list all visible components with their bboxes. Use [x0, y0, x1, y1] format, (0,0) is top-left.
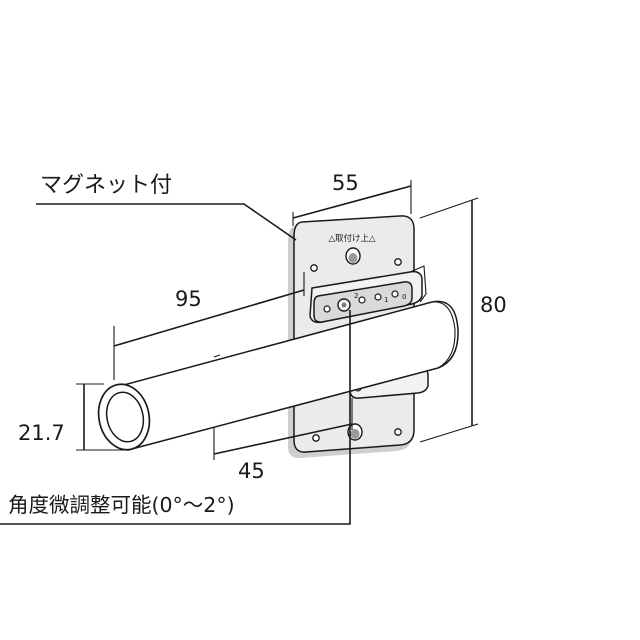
callout-magnet-label: マグネット付: [40, 173, 172, 198]
dimension-pipe-diameter-label: 21.7: [18, 421, 65, 445]
pipe-body: [119, 300, 459, 451]
callout-angle-adjust: 角度微調整可能(0°〜2°): [0, 310, 351, 525]
pipe-end: [431, 301, 456, 369]
dimension-arm-length-label: 95: [175, 287, 202, 311]
screw-hole: [394, 428, 402, 436]
scale-mark: 1: [384, 296, 388, 304]
pipe-tab: [213, 354, 221, 358]
callout-angle-adjust-label: 角度微調整可能(0°〜2°): [8, 493, 235, 517]
screw-hole: [312, 434, 320, 442]
plate-marking: △取付け上△: [328, 233, 376, 244]
pipe-opening-inner: [105, 391, 145, 443]
screw-holes: [310, 247, 402, 442]
dimension-pipe-diameter: 21.7: [18, 383, 130, 451]
dimension-arm-length: 95: [113, 272, 305, 380]
adjust-holes: [323, 290, 399, 313]
dimension-width-label: 55: [332, 171, 359, 195]
callout-magnet: マグネット付: [36, 173, 297, 241]
scale-mark: 0: [402, 293, 406, 301]
screw-hole: [310, 264, 318, 272]
dimension-offset: 45: [213, 398, 353, 483]
bracket-band-edge: [409, 265, 427, 303]
dimension-height-label: 80: [480, 293, 507, 317]
dimension-height: 80: [419, 197, 507, 443]
screw-hole: [394, 258, 402, 266]
dimension-offset-label: 45: [238, 459, 265, 483]
dimension-width: 55: [292, 171, 412, 226]
scale-mark: 2: [354, 292, 358, 300]
